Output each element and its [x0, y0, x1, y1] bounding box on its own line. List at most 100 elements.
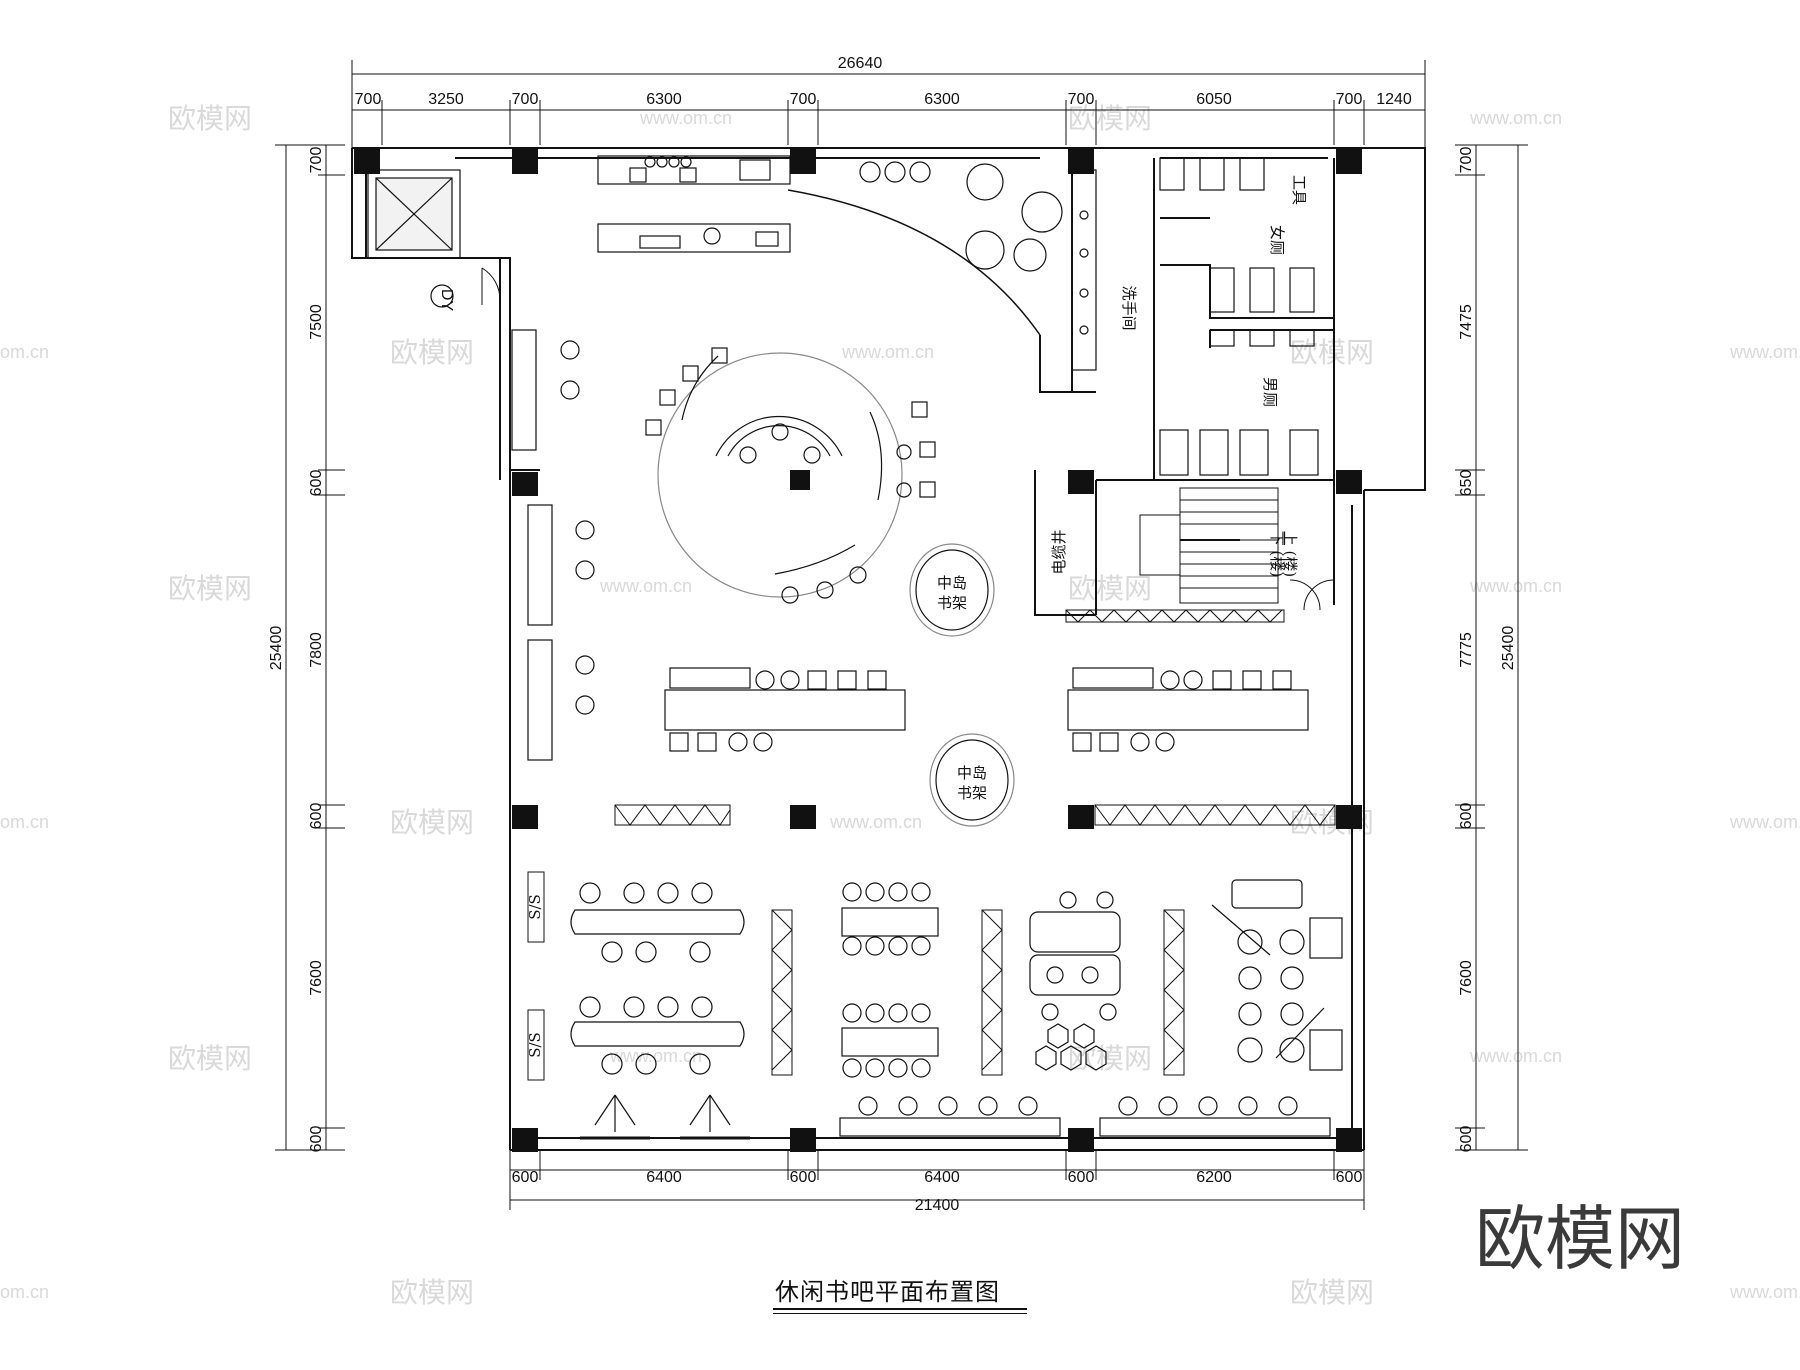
watermark-url: www.om.cn: [1469, 108, 1562, 128]
watermark-layer: 欧模网 欧模网 www.om.cn www.om.cn om.cn 欧模网 ww…: [0, 102, 1800, 1309]
womens-wc-label: 女厕: [1268, 225, 1286, 255]
title-underline: [773, 1308, 1027, 1310]
sofa-seating-left: [511, 329, 595, 761]
watermark-text: 欧模网: [390, 806, 474, 839]
washroom-fixtures: [1071, 157, 1319, 476]
watermark-url: om.cn: [0, 812, 49, 832]
dim-bottom: 600: [1336, 1169, 1363, 1186]
dim-left: 600: [308, 470, 325, 497]
watermark-url: om.cn: [0, 342, 49, 362]
dim-left: 700: [308, 147, 325, 174]
mens-wc-label: 男厕: [1261, 377, 1279, 407]
dim-left: 7500: [308, 304, 325, 340]
watermark-text: 欧模网: [1068, 102, 1152, 135]
dim-right: 600: [1458, 1126, 1475, 1153]
dim-top: 6300: [646, 91, 682, 108]
watermark-url: www.om.cn: [599, 576, 692, 596]
dim-top-total: 26640: [838, 55, 883, 72]
dim-right: 600: [1458, 803, 1475, 830]
watermark-url: www.om.cn: [841, 342, 934, 362]
dimension-lines: [275, 60, 1528, 1210]
dim-top: 6050: [1196, 91, 1232, 108]
watermark-text: 欧模网: [1290, 1276, 1374, 1309]
lounge-seating-right: [1211, 879, 1343, 1071]
title-underline: [773, 1313, 1027, 1314]
island-shelf-label: 书架: [957, 784, 987, 802]
dim-top: 700: [512, 91, 539, 108]
dim-top: 700: [355, 91, 382, 108]
watermark-text: 欧模网: [1290, 336, 1374, 369]
cable-shaft-label: 电缆井: [1050, 529, 1068, 574]
dim-left-total: 25400: [268, 626, 285, 671]
stair-up-label: 上 (楼): [1281, 531, 1299, 577]
watermark-url: www.om.cn: [1469, 576, 1562, 596]
truss-partitions: [614, 804, 1336, 1076]
watermark-url: www.om.cn: [1469, 1046, 1562, 1066]
columns: [354, 148, 1362, 1152]
dim-right: 7600: [1458, 960, 1475, 996]
bar-counter: [597, 155, 791, 253]
watermark-text: 欧模网: [390, 336, 474, 369]
watermark-url: www.om.cn: [1729, 812, 1800, 832]
booth-seating: [1029, 891, 1121, 1071]
dim-bottom: 600: [512, 1169, 539, 1186]
dim-left: 7600: [308, 960, 325, 996]
reading-tables-mid: [664, 667, 1309, 752]
brand-logo: 欧模网: [1475, 1198, 1685, 1280]
watermark-url: www.om.cn: [1729, 1282, 1800, 1302]
dim-right-total: 25400: [1500, 626, 1517, 671]
watermark-url: www.om.cn: [829, 812, 922, 832]
staircase: [1139, 487, 1335, 611]
drawing-title: 休闲书吧平面布置图: [775, 1278, 1000, 1306]
watermark-text: 欧模网: [390, 1276, 474, 1309]
dim-left: 600: [308, 1126, 325, 1153]
dim-bottom: 600: [790, 1169, 817, 1186]
watermark-text: 欧模网: [1068, 572, 1152, 605]
dimension-texts: 26640 700 3250 700 6300 700 6300 700 605…: [268, 55, 1517, 1214]
dim-right: 650: [1458, 470, 1475, 497]
dy-label: DY: [438, 289, 455, 312]
dim-top: 700: [790, 91, 817, 108]
island-shelf-label: 中岛: [937, 574, 967, 592]
dim-bottom: 6400: [924, 1169, 960, 1186]
dim-right: 700: [1458, 147, 1475, 174]
dim-top: 1240: [1376, 91, 1412, 108]
dim-top: 3250: [428, 91, 464, 108]
washroom-label: 洗手间: [1120, 285, 1138, 330]
watermark-text: 欧模网: [168, 572, 252, 605]
ss-label: S/S: [526, 894, 544, 920]
watermark-url: www.om.cn: [609, 1046, 702, 1066]
watermark-text: 欧模网: [168, 1042, 252, 1075]
island-shelf-label: 书架: [937, 594, 967, 612]
dim-bottom: 6200: [1196, 1169, 1232, 1186]
tool-room-label: 工具: [1290, 175, 1308, 205]
dim-left: 7800: [308, 632, 325, 668]
island-bookshelf: [909, 543, 1015, 827]
dim-top: 700: [1068, 91, 1095, 108]
ss-markers: [527, 871, 545, 1081]
watermark-url: www.om.cn: [639, 108, 732, 128]
stair-rail: [1065, 609, 1285, 623]
dim-top: 6300: [924, 91, 960, 108]
island-shelf-label: 中岛: [957, 764, 987, 782]
watermark-text: 欧模网: [168, 102, 252, 135]
watermark-url: om.cn: [0, 1282, 49, 1302]
dim-bottom: 600: [1068, 1169, 1095, 1186]
dim-right: 7475: [1458, 304, 1475, 340]
dim-right: 7775: [1458, 632, 1475, 668]
dim-bottom-total: 21400: [915, 1197, 960, 1214]
stair-down-label: 下 (楼): [1268, 531, 1286, 577]
elevator: DY: [367, 169, 501, 312]
washroom-labels: 女厕 男厕 洗手间 工具 电缆井: [1050, 175, 1308, 575]
ss-label: S/S: [526, 1032, 544, 1058]
dining-tables-mid: [841, 882, 939, 1078]
dim-bottom: 6400: [646, 1169, 682, 1186]
dining-tables-left: [570, 882, 745, 1075]
watermark-url: www.om.cn: [1729, 342, 1800, 362]
walls: [351, 147, 1426, 1151]
dim-left: 600: [308, 803, 325, 830]
circular-bar-area: [645, 347, 936, 604]
dim-top: 700: [1336, 91, 1363, 108]
lounge-seating-top: [859, 161, 1063, 272]
